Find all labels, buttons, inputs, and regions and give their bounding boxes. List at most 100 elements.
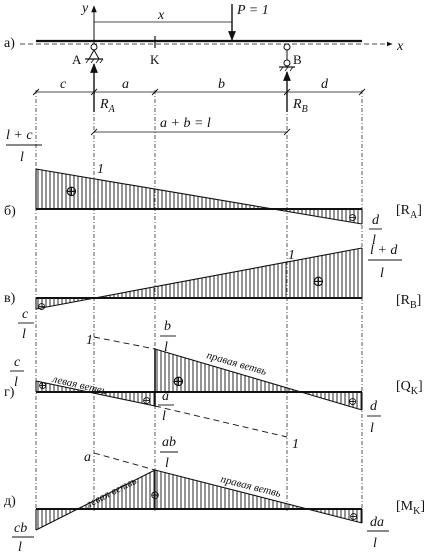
- guide-lines: [35, 90, 363, 512]
- ra-unit-value: 1: [97, 162, 104, 177]
- panel-label-g: г): [4, 385, 15, 400]
- mk-title-close: ]: [420, 499, 425, 514]
- rb-title-sub: B: [410, 300, 417, 311]
- rb-title: [RB]: [396, 293, 421, 311]
- rb-hatching: [37, 248, 359, 309]
- rb-left-denominator: l: [22, 327, 26, 342]
- panel-label-b: б): [4, 204, 16, 219]
- mk-minus-sign-right: ⊖: [349, 511, 358, 523]
- support-b-label: B: [293, 52, 302, 67]
- qk-title-close: ]: [418, 379, 423, 394]
- influence-line-rb: в) 1 ⊕ ⊖ c l l + d l [RB]: [4, 243, 421, 342]
- mk-left-denominator: l: [18, 540, 22, 554]
- mk-apex-denominator: l: [165, 456, 169, 471]
- panel-label-v: в): [4, 291, 16, 306]
- qk-right-numerator: d: [370, 399, 378, 414]
- mk-title-main: [M: [396, 499, 414, 514]
- qk-jump-bottom-numerator: a: [162, 389, 169, 404]
- reaction-b-subscript: B: [302, 104, 308, 115]
- reaction-b-label: RB: [292, 97, 308, 115]
- influence-line-ra: б) l + c l 1 ⊕ ⊖ d l [RA]: [4, 128, 422, 248]
- ra-right-denominator: l: [372, 233, 376, 248]
- rb-title-main: [R: [396, 293, 411, 308]
- ra-title-close: ]: [417, 203, 422, 218]
- span-label: a + b = l: [160, 116, 211, 131]
- qk-minus-sign-right: ⊖: [348, 396, 357, 408]
- ra-left-denominator: l: [20, 150, 24, 165]
- mk-apex-numerator: ab: [162, 435, 176, 450]
- qk-right-branch-label: правая ветвь: [205, 349, 268, 378]
- qk-jump-top-denominator: l: [164, 340, 168, 355]
- beam-scheme: а) y x x P = 1 K A: [4, 1, 404, 136]
- qk-hatching: [37, 349, 362, 410]
- panel-label-a: а): [4, 36, 15, 51]
- qk-minus-sign-left: ⊖: [142, 395, 151, 407]
- mk-left-numerator: cb: [14, 521, 27, 536]
- rb-right-denominator: l: [380, 266, 384, 281]
- dim-d: d: [321, 77, 329, 92]
- qk-right-denominator: l: [370, 421, 374, 436]
- qk-left-branch-label: левая ветвь: [50, 373, 108, 397]
- qk-left-numerator: c: [14, 355, 21, 370]
- reaction-a-label: RA: [99, 97, 116, 115]
- influence-line-qk: г) 1 1 c l ⊕ ⊖ ⊕ ⊖ левая ветвь правая ве…: [4, 319, 423, 452]
- ra-minus-sign: ⊖: [348, 212, 357, 224]
- dim-b: b: [218, 77, 225, 92]
- mk-right-numerator: da: [370, 515, 384, 530]
- qk-right-branch: [154, 348, 363, 411]
- ra-title-sub: A: [410, 210, 418, 221]
- rb-plus-sign: ⊕: [312, 274, 325, 290]
- rb-title-close: ]: [417, 293, 422, 308]
- mk-title-sub: K: [413, 506, 421, 517]
- reaction-a-subscript: A: [108, 104, 116, 115]
- ra-left-numerator: l + c: [6, 128, 33, 143]
- qk-unit-top: 1: [86, 333, 93, 348]
- qk-title: [QK]: [396, 379, 423, 397]
- qk-left-denominator: l: [14, 375, 18, 390]
- qk-plus-sign-right: ⊕: [172, 374, 185, 390]
- y-axis-label: y: [80, 1, 89, 16]
- ra-title-main: [R: [396, 203, 411, 218]
- x-dimension-label: x: [157, 8, 165, 23]
- mk-right-branch-extension: [93, 452, 156, 471]
- mk-left-branch: [35, 469, 156, 531]
- rb-right-numerator: l + d: [370, 243, 398, 258]
- qk-jump-bottom-denominator: l: [162, 409, 166, 424]
- reaction-a-symbol: R: [99, 97, 109, 112]
- qk-title-sub: K: [411, 386, 419, 397]
- mk-hatching: [37, 470, 362, 529]
- qk-unit-bottom: 1: [292, 437, 299, 452]
- qk-title-main: [Q: [396, 379, 411, 394]
- section-k-label: K: [150, 52, 160, 67]
- reaction-b-symbol: R: [292, 97, 302, 112]
- dimension-ticks: [32, 88, 366, 96]
- dim-a: a: [122, 77, 129, 92]
- mk-right-denominator: l: [373, 536, 377, 551]
- ra-line: [35, 168, 363, 225]
- rb-unit-value: 1: [288, 248, 295, 263]
- rb-minus-sign: ⊖: [37, 301, 46, 313]
- mk-title: [MK]: [396, 499, 425, 517]
- support-a: [85, 43, 104, 64]
- mk-plus-sign: ⊕: [150, 488, 160, 502]
- load-label: P = 1: [236, 3, 269, 18]
- dim-c: c: [60, 77, 67, 92]
- support-b: [279, 43, 295, 72]
- ra-title: [RA]: [396, 203, 422, 221]
- qk-left-branch: [35, 380, 156, 407]
- qk-plus-sign-left: ⊕: [38, 380, 47, 392]
- support-a-label: A: [72, 52, 82, 67]
- ra-plus-sign: ⊕: [65, 184, 78, 200]
- ra-right-numerator: d: [372, 213, 380, 228]
- qk-jump-top-numerator: b: [164, 319, 171, 334]
- panel-label-d: д): [4, 494, 16, 509]
- mk-a-mark: a: [84, 450, 91, 465]
- rb-left-numerator: c: [22, 307, 29, 322]
- qk-left-branch-extension: [154, 405, 288, 438]
- x-axis-label: x: [396, 39, 404, 54]
- rb-line: [35, 247, 363, 310]
- ra-hatching: [37, 169, 359, 224]
- mk-right-branch: [154, 469, 363, 524]
